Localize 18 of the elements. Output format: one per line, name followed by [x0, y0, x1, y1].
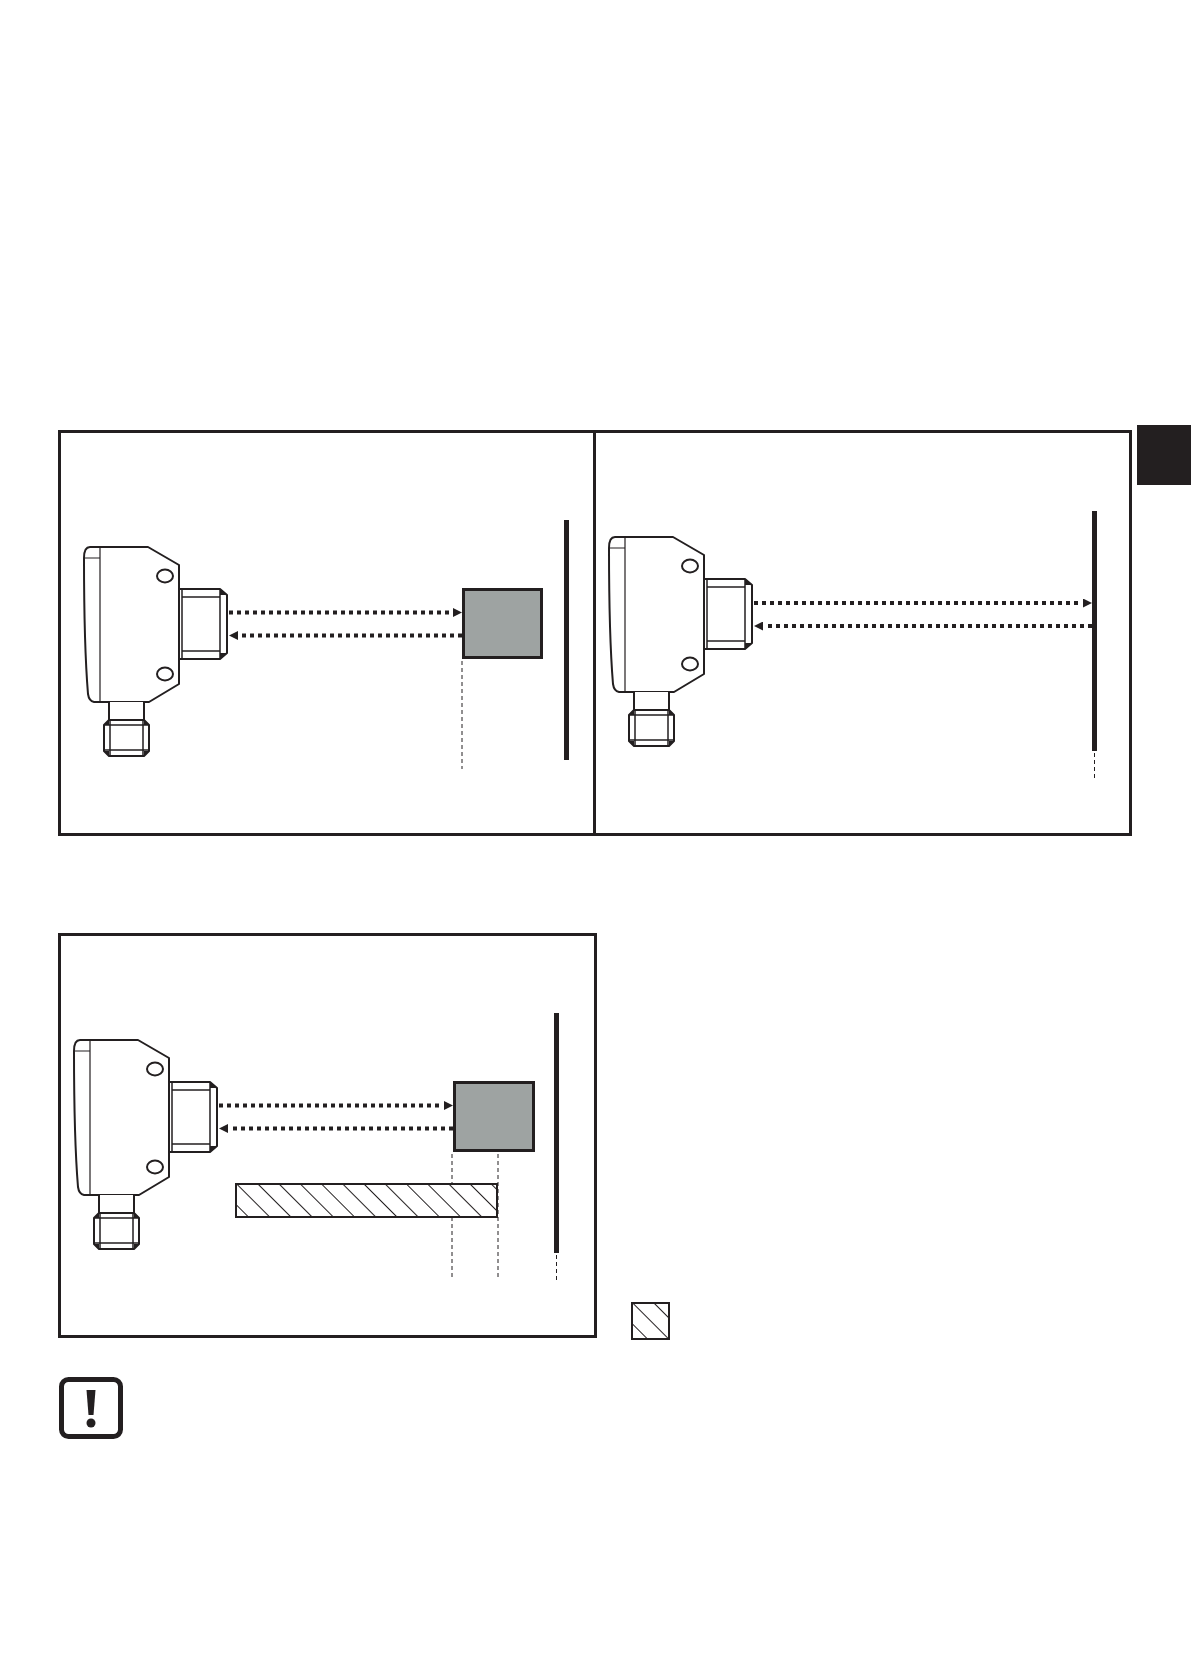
sensor-drawing	[83, 546, 229, 758]
arrow	[754, 598, 1092, 608]
arrow	[219, 1124, 453, 1133]
sensor-drawing	[73, 1039, 219, 1251]
panel-frame	[58, 430, 596, 836]
sensor-drawing	[608, 536, 754, 748]
object-block	[453, 1081, 535, 1152]
arrow	[229, 608, 462, 617]
background-wall	[1092, 511, 1097, 751]
arrow	[219, 1101, 453, 1110]
panel-frame	[58, 933, 597, 1338]
arrow	[229, 631, 462, 640]
background-wall	[554, 1013, 559, 1253]
hatched-bar	[235, 1183, 498, 1218]
panel-frame	[593, 430, 1132, 836]
background-wall	[564, 520, 569, 760]
arrow	[754, 621, 1092, 631]
object-block	[462, 588, 543, 659]
